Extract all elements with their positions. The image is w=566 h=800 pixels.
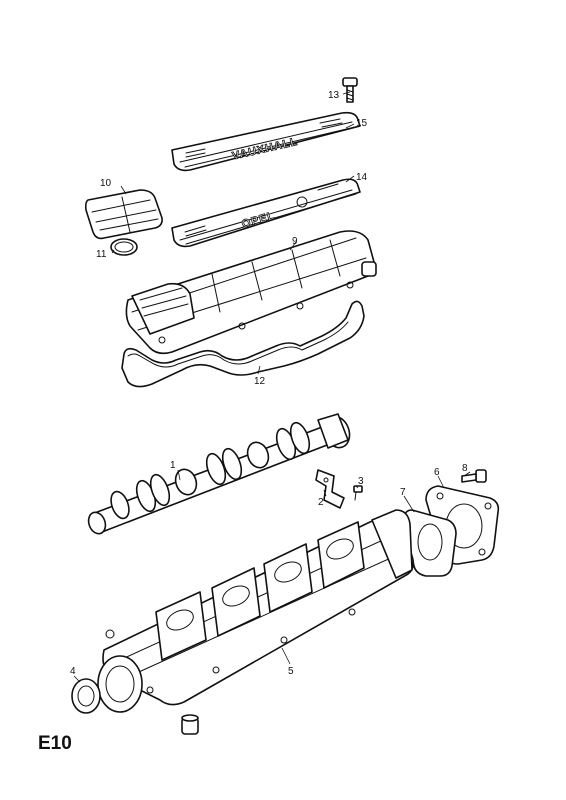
callout-6: 6 — [434, 467, 440, 478]
callout-4: 4 — [70, 666, 76, 677]
part-3-screw — [353, 485, 363, 501]
callout-13: 13 — [328, 90, 340, 101]
part-2-bracket — [315, 469, 345, 509]
part-13-bolt — [342, 77, 358, 103]
part-11-seal-ring — [110, 238, 138, 256]
callout-9: 9 — [292, 236, 298, 247]
callout-1: 1 — [170, 460, 176, 471]
callout-8: 8 — [462, 463, 468, 474]
part-8-bolt — [461, 469, 487, 483]
part-9-camshaft-cover — [125, 230, 377, 355]
page-code-label: E10 — [38, 733, 72, 754]
callout-2: 2 — [318, 497, 324, 508]
part-12-cover-gasket — [121, 300, 365, 388]
callout-10: 10 — [100, 178, 112, 189]
part-15-upper-cover: VAUXHALL — [171, 111, 361, 172]
part-4-seal — [71, 678, 101, 714]
part-1-camshaft — [87, 413, 351, 535]
part-5-camshaft-housing — [97, 509, 415, 713]
callout-12: 12 — [254, 376, 266, 387]
part-10-filler-cap — [84, 189, 163, 240]
callout-14: 14 — [356, 172, 368, 183]
callout-11: 11 — [96, 249, 107, 260]
leader-lines — [73, 91, 471, 683]
callout-5: 5 — [288, 666, 294, 677]
callout-15: 15 — [356, 118, 368, 129]
callout-labels: 1 2 3 4 5 6 7 8 9 10 11 12 13 14 15 — [70, 90, 468, 677]
callout-3: 3 — [358, 476, 364, 487]
callout-7: 7 — [400, 487, 406, 498]
cam-plug — [181, 714, 199, 735]
